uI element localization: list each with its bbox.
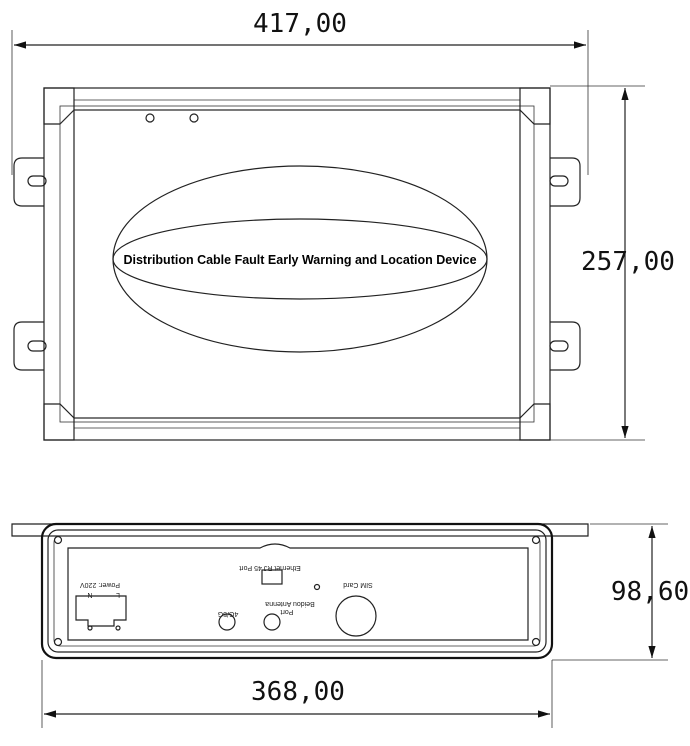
top-view: 417,00 Distribution Cable Fault Early Wa… [11,9,675,441]
led-hole-2 [189,113,199,123]
corner-block-tr [519,87,551,125]
screw-tr [531,535,541,545]
terminal-screw-l [87,625,93,631]
mounting-ear-left-top [13,157,44,207]
ear-slot-left-bottom [27,340,47,352]
port-panel [67,543,529,641]
mounting-ear-right-top [550,157,581,207]
front-body-inner [53,535,541,647]
led-hole-1 [145,113,155,123]
sim-label: SIM Card [343,581,373,588]
ethernet-port [261,569,283,585]
power-terminal [75,595,127,627]
screw-tl [53,535,63,545]
lte-antenna-port [218,613,236,631]
lid-panel [73,109,521,419]
corner-tl-diag [59,109,75,125]
beidou-port-label: Port [281,608,294,615]
ear-slot-right-bottom [549,340,569,352]
front-view: Power: 220V L N 4G/5G Ethernet RJ 45 Por… [11,522,689,728]
n-label: N [87,591,92,598]
terminal-screw-n [115,625,121,631]
sim-card-cover [335,595,377,637]
device-title: Distribution Cable Fault Early Warning a… [123,253,476,267]
beidou-label: Beidou Antenna [265,600,315,607]
power-label: Power: 220V [80,581,120,588]
mounting-ear-left-bottom [13,321,44,371]
enclosure-inner [59,105,535,423]
bottom-width-label: 368,00 [251,677,345,707]
front-body-mid [47,529,547,653]
screw-bl [53,637,63,647]
top-width-label: 417,00 [253,9,347,39]
ear-slot-right-top [549,175,569,187]
ear-slot-left-top [27,175,47,187]
l-label: L [116,591,120,598]
beidou-antenna-port [263,613,281,631]
ethernet-label: Ethernet RJ 45 Port [239,564,301,571]
screw-br [531,637,541,647]
status-indicator [313,583,321,591]
mounting-ear-right-bottom [550,321,581,371]
label-ellipse-inner [112,218,488,300]
enclosure-outer [43,87,551,441]
height-label: 257,00 [581,247,675,277]
corner-block-bl [43,403,75,441]
front-body-outer [40,522,554,660]
corner-block-br [519,403,551,441]
depth-label: 98,60 [611,577,689,607]
